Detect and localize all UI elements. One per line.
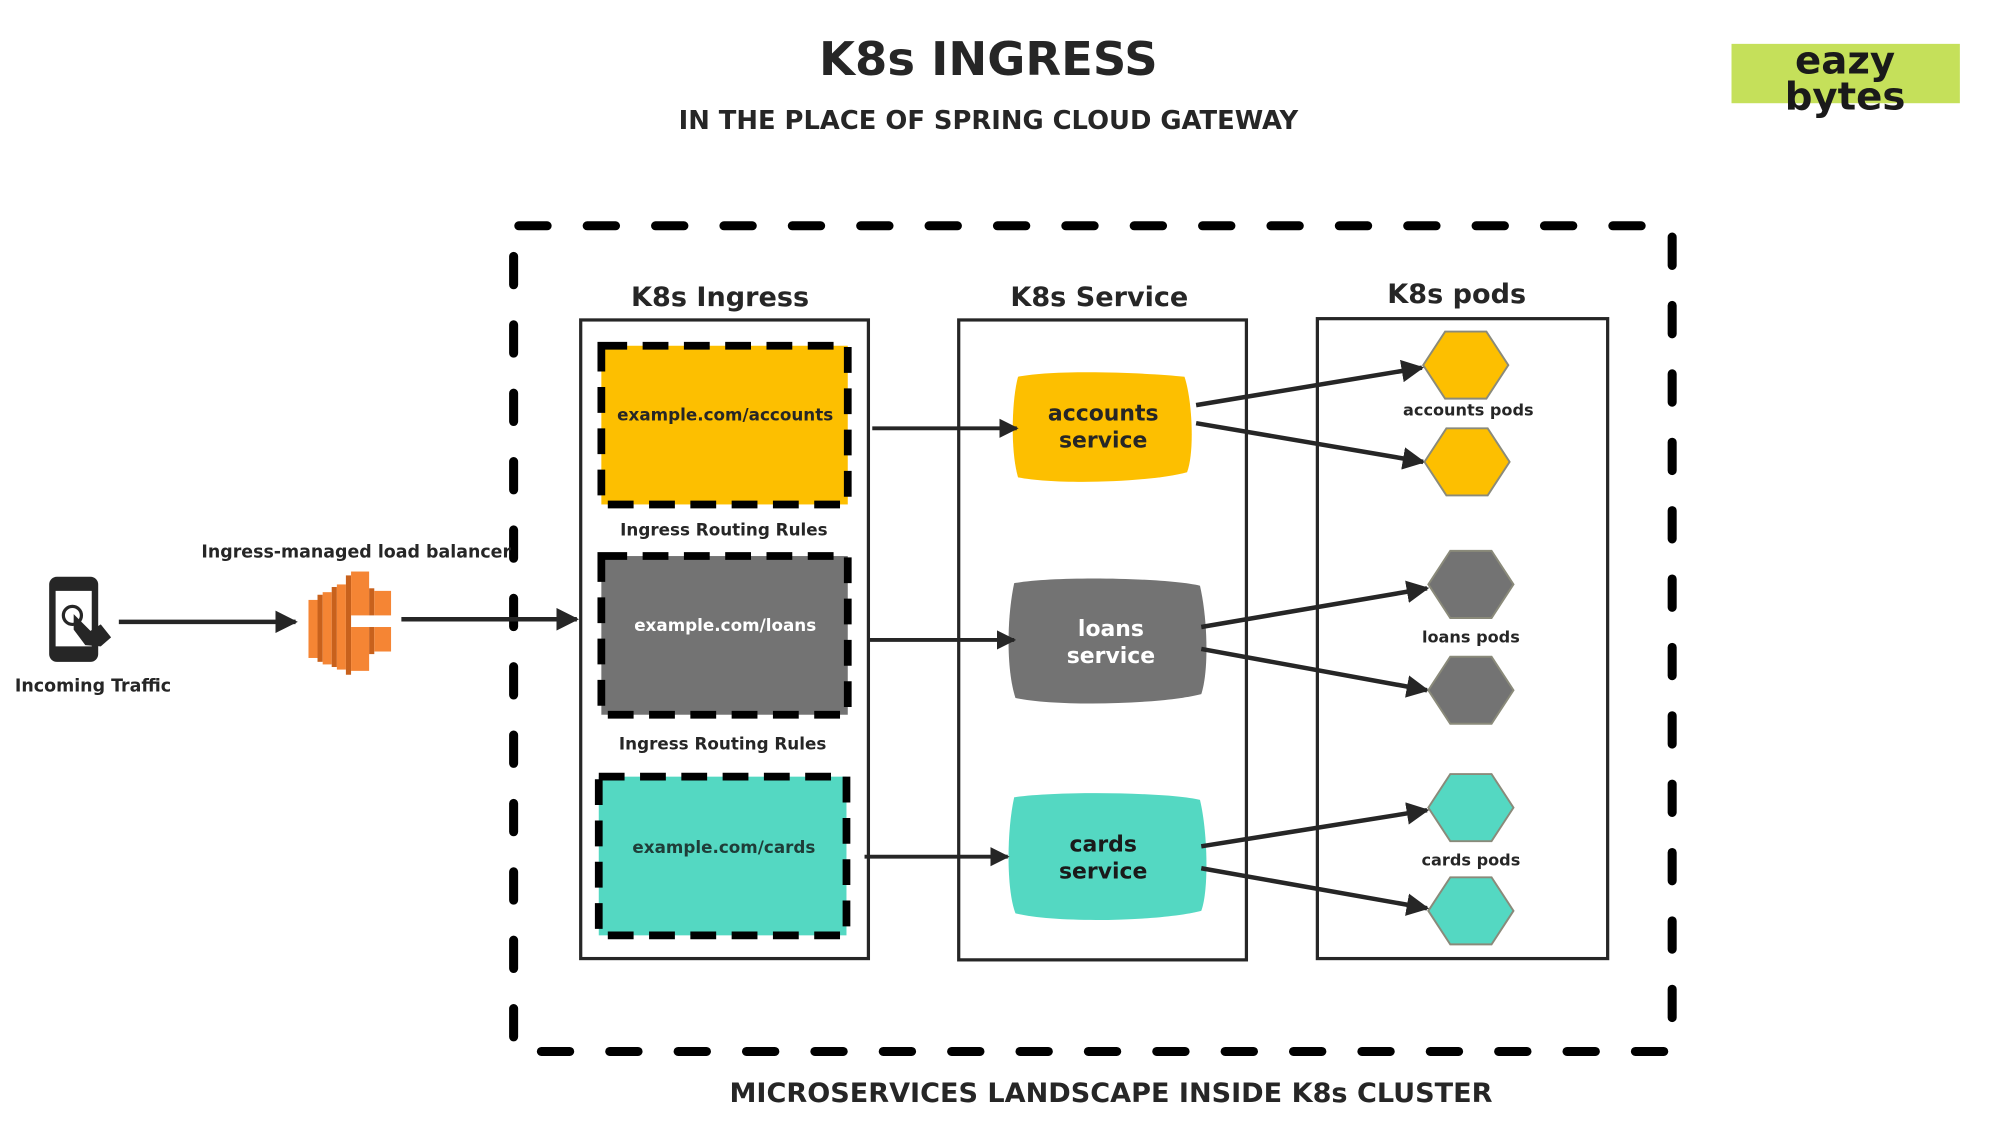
column-header-pods: K8s pods: [1387, 279, 1526, 310]
pod-hexagon-cards-2[interactable]: [1427, 876, 1515, 946]
route-loans: example.com/loans loans service loans po…: [597, 549, 1520, 725]
service-name-line2: service: [1059, 860, 1147, 885]
column-header-service: K8s Service: [1010, 282, 1188, 313]
ingress-rule-path: example.com/cards: [632, 837, 815, 857]
pod-hexagon-accounts-2[interactable]: [1423, 427, 1511, 497]
cluster-boundary: [509, 221, 1677, 1056]
service-name-line2: service: [1067, 644, 1155, 669]
pod-hexagon-accounts-1[interactable]: [1422, 330, 1510, 400]
routing-rules-label: Ingress Routing Rules: [619, 734, 826, 754]
incoming-traffic-label: Incoming Traffic: [15, 677, 171, 697]
service-node-cards[interactable]: [1008, 793, 1207, 920]
ingress-rule-box-loans[interactable]: [597, 552, 852, 719]
arrow-loans-service-to-pod-2: [1200, 646, 1430, 698]
cluster-caption: MICROSERVICES LANDSCAPE INSIDE K8s CLUST…: [729, 1078, 1492, 1109]
column-header-ingress: K8s Ingress: [631, 282, 809, 313]
route-accounts: example.com/accounts accounts service ac…: [597, 330, 1534, 509]
arrow-loans-service-to-pod-1: [1200, 580, 1430, 630]
routing-rules-label: Ingress Routing Rules: [620, 519, 827, 539]
routes-layer: example.com/accounts accounts service ac…: [594, 330, 1534, 946]
route-cards: example.com/cards cards service cards po…: [594, 772, 1520, 946]
pods-label-loans: loans pods: [1422, 627, 1520, 646]
service-node-accounts[interactable]: [1012, 372, 1192, 482]
ingress-rule-box-cards[interactable]: [594, 772, 851, 940]
pod-hexagon-cards-1[interactable]: [1427, 773, 1515, 843]
eazybytes-logo: eazy bytes: [1731, 39, 1960, 120]
smartphone-touch-icon[interactable]: [49, 576, 112, 662]
pods-label-cards: cards pods: [1421, 851, 1520, 870]
load-balancer-icon[interactable]: [308, 571, 392, 675]
logo-text-line2: bytes: [1785, 75, 1906, 120]
service-node-loans[interactable]: [1008, 578, 1207, 704]
service-name-line1: accounts: [1048, 402, 1159, 427]
pod-hexagon-loans-1[interactable]: [1427, 549, 1515, 619]
pod-hexagon-loans-2[interactable]: [1427, 655, 1515, 725]
service-name-line1: loans: [1078, 617, 1144, 642]
page-title: K8s INGRESS: [819, 32, 1158, 86]
arrow-accounts-service-to-pod-2: [1195, 420, 1426, 470]
arrow-accounts-service-to-pod-1: [1195, 359, 1425, 408]
ingress-rule-box-accounts[interactable]: [597, 341, 852, 509]
arrow-cards-service-to-pod-2: [1200, 866, 1430, 916]
pods-column-box: [1315, 317, 1610, 961]
page-subtitle: IN THE PLACE OF SPRING CLOUD GATEWAY: [679, 106, 1299, 136]
logo-background: [1731, 43, 1960, 104]
load-balancer-label: Ingress-managed load balancer: [201, 542, 511, 562]
service-name-line2: service: [1059, 429, 1147, 454]
arrow-cards-service-to-pod-1: [1200, 802, 1430, 849]
service-name-line1: cards: [1070, 832, 1137, 857]
logo-text-line1: eazy: [1795, 39, 1895, 84]
ingress-column-box: [579, 318, 871, 961]
ingress-rule-path: example.com/loans: [634, 615, 816, 635]
ingress-rule-path: example.com/accounts: [617, 405, 833, 425]
pods-label-accounts: accounts pods: [1403, 400, 1534, 419]
